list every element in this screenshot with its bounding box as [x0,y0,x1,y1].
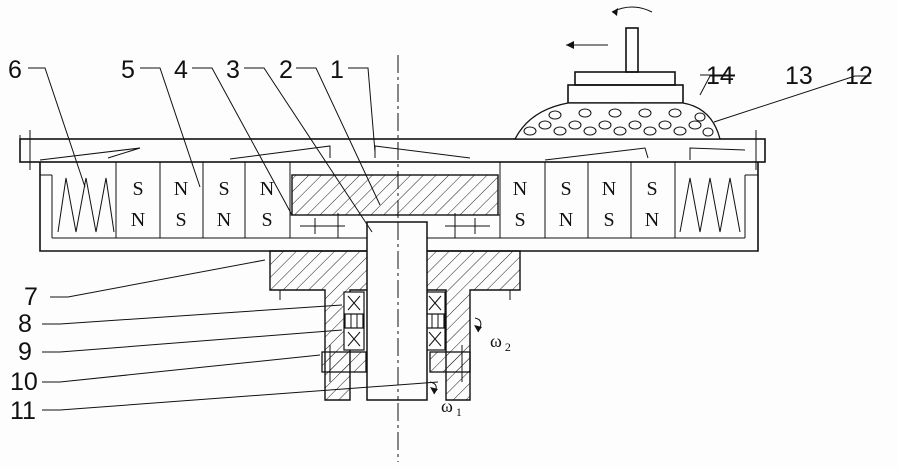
label-7: 7 [24,283,38,311]
label-14: 14 [706,62,734,90]
magnet-right-3-bottom-pole: S [603,209,614,231]
omega-2-arrow [474,318,482,332]
magnet-left-3-top-pole: S [218,178,229,200]
magnet-left-3-bottom-pole: N [217,209,231,231]
label-12: 12 [845,62,873,90]
omega-1-arrow [430,382,438,394]
label-8: 8 [18,310,32,338]
label-13: 13 [785,62,813,90]
magnet-left-1-top-pole: S [132,178,143,200]
spring-right [680,178,740,232]
magnet-left-4-bottom-pole: S [261,209,272,231]
magnet-left-2-bottom-pole: S [175,209,186,231]
label-2: 2 [279,56,293,84]
magnet-right-3-top-pole: N [602,178,616,200]
label-5: 5 [121,56,135,84]
magnet-right-1-top-pole: N [513,178,527,200]
label-9: 9 [18,338,32,366]
magnet-right-2-top-pole: S [560,178,571,200]
magnet-right-4-bottom-pole: N [645,209,659,231]
magnet-left-1-bottom-pole: N [131,209,145,231]
label-4: 4 [174,56,188,84]
label-10: 10 [10,368,38,396]
magnet-right-2-bottom-pole: N [559,209,573,231]
label-3: 3 [226,56,240,84]
magnet-left-4-top-pole: N [260,178,274,200]
magnet-right-4-top-pole: S [646,178,657,200]
spring-left [58,178,114,232]
abrasive-particles [515,103,720,139]
shaft [367,222,427,400]
magnet-left-2-top-pole: N [174,178,188,200]
label-1: 1 [330,56,344,84]
label-11: 11 [10,397,36,425]
magnet-right-1-bottom-pole: S [514,209,525,231]
label-6: 6 [8,56,22,84]
omega-2-label: ω2 [490,331,511,354]
center-hub [292,175,498,215]
